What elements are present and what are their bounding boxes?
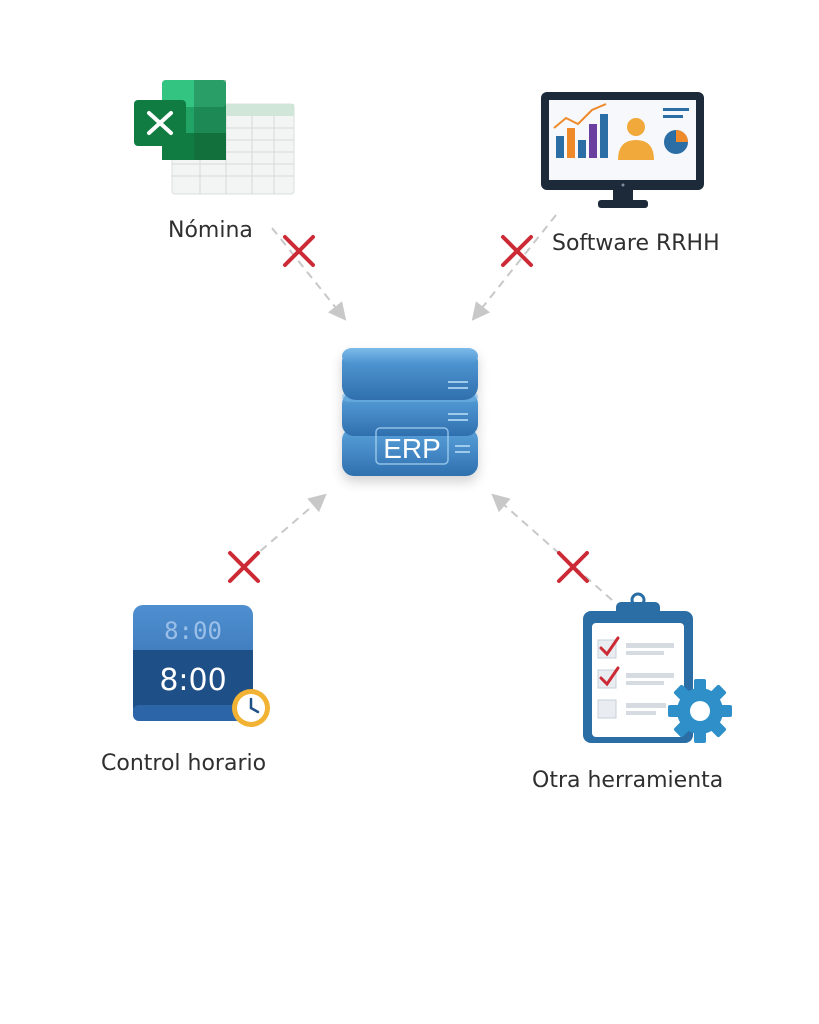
monitor-dashboard-icon bbox=[541, 92, 704, 208]
gear-icon bbox=[668, 679, 732, 743]
connector-control-horario bbox=[249, 493, 327, 561]
erp-label: ERP bbox=[383, 433, 441, 464]
connector-nomina bbox=[271, 227, 347, 321]
time-clock-icon: 8:00 8:00 bbox=[133, 605, 270, 727]
disconnect-x-icon bbox=[557, 551, 589, 583]
spreadsheet-excel-icon bbox=[134, 80, 295, 195]
clipboard-checklist-gear-icon bbox=[583, 592, 732, 743]
control-horario-label: Control horario bbox=[101, 751, 266, 776]
disconnect-x-icon bbox=[228, 551, 260, 583]
nomina-label: Nómina bbox=[168, 218, 253, 243]
software-rrhh-label: Software RRHH bbox=[552, 231, 720, 256]
disconnect-x-icon bbox=[501, 235, 533, 267]
connector-otra-herramienta bbox=[491, 493, 613, 601]
small-clock-icon bbox=[232, 689, 270, 727]
otra-herramienta-label: Otra herramienta bbox=[532, 768, 723, 793]
disconnect-x-icon bbox=[283, 235, 315, 267]
clock-top-time: 8:00 bbox=[164, 617, 222, 645]
connector-software-rrhh bbox=[471, 214, 557, 321]
clock-bottom-time: 8:00 bbox=[159, 663, 226, 698]
erp-database-icon bbox=[342, 348, 478, 476]
